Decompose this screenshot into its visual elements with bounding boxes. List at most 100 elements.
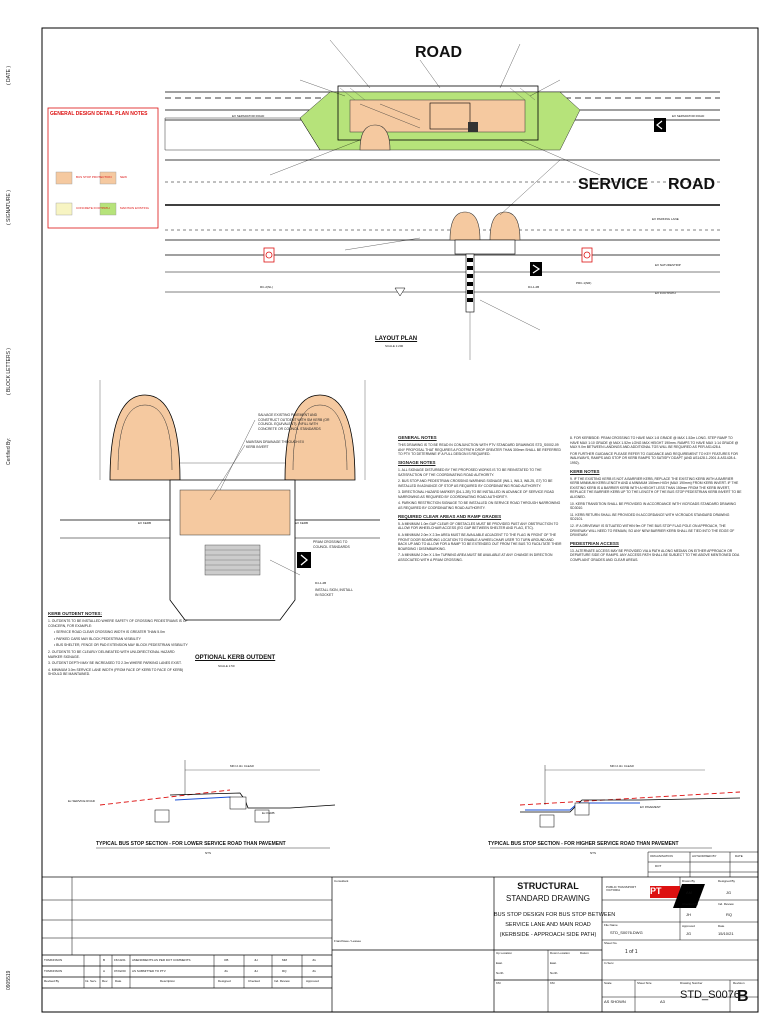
legend-item-4: MAINTAIN EXISTING xyxy=(120,206,149,210)
rev-row-1-review: MM xyxy=(282,958,287,962)
north-label-up: North. xyxy=(496,971,505,975)
service-road-label: ROAD xyxy=(668,176,716,193)
right-section-scale: NTS xyxy=(590,851,596,855)
consultant-label: Consultant xyxy=(334,879,349,883)
rev-row-1-approved: JG xyxy=(312,958,316,962)
east-label-up: East. xyxy=(496,961,503,965)
rev-row-2-rev: A xyxy=(103,969,106,973)
road-label: ROAD xyxy=(415,44,463,61)
ex-kerb-section-label: Ex KERB xyxy=(262,811,275,815)
drawing-type: STRUCTURAL xyxy=(517,881,579,891)
rev-row-2-review: RQ xyxy=(282,969,287,973)
file-name-value: STD_S0076.DWG xyxy=(610,930,643,935)
date-label: ( DATE ) xyxy=(6,65,12,85)
ex-service-road-label: Ex SERVICE ROAD xyxy=(68,799,95,803)
rev-row-2-designed: JG xyxy=(224,969,228,973)
certified-by-label: Certified By: xyxy=(6,437,12,465)
right-notes: 8. FOR KERBSIDE: PRAM CROSSING TO HAVE M… xyxy=(570,436,742,565)
kerb-note-10: 10. KERB TRANSITION SHALL BE PROVIDED IN… xyxy=(570,501,736,511)
rev-row-2-checked: JH xyxy=(254,969,258,973)
auth-header: AUTHORISED BY xyxy=(692,854,717,858)
rev-row-1-designed: OB xyxy=(224,958,229,962)
detail-sign-label: D4-1-2B xyxy=(315,581,327,585)
kerb-note-11: 11. KERB RETURN SHALL BE PROVIDED IN ACC… xyxy=(570,512,730,522)
kerb-note-1b: • PARKED CARS MAY BLOCK PEDESTRIAN VISIB… xyxy=(54,636,141,641)
rev-row-2-by: TOMKINSON xyxy=(44,969,63,973)
signage-notes-head: SIGNAGE NOTES xyxy=(398,459,436,465)
description-line-3: (KERBSIDE - APPROACH SIDE PATH) xyxy=(499,932,597,938)
org-row: DOT xyxy=(655,864,662,868)
north-label-down: North. xyxy=(550,971,559,975)
sign-mid-label: D4-1-2B xyxy=(528,285,540,289)
ind-review-label: Ind. Review xyxy=(718,902,734,906)
layout-plan-scale: SCALE 1:200 xyxy=(385,344,404,348)
revision-value: B xyxy=(737,988,749,1005)
legend-title: GENERAL DESIGN DETAIL PLAN NOTES xyxy=(50,111,148,117)
scale-value: AS SHOWN xyxy=(604,999,626,1004)
ex-kerb-right: EX KERB xyxy=(295,521,309,525)
signature-label: ( SIGNATURE ) xyxy=(6,190,12,225)
kerb-notes-title: KERB OUTDENT NOTES: xyxy=(48,611,102,616)
left-section-title: TYPICAL BUS STOP SECTION - FOR LOWER SER… xyxy=(96,841,286,847)
service-label: SERVICE xyxy=(578,176,648,193)
ptv-logo: PT xyxy=(650,886,662,896)
detail-scale: SCALE 1:50 xyxy=(218,664,235,668)
right-section-title: TYPICAL BUS STOP SECTION - FOR HIGHER SE… xyxy=(488,841,679,847)
clear-note-5: 5. A MINIMUM 1.0m GAP CLEAR OF OBSTACLES… xyxy=(398,521,559,531)
rev-header-checked: Checked xyxy=(248,979,260,983)
rev-row-2-date: 07/02/20 xyxy=(114,969,126,973)
signage-note-3: 3. DIRECTIONAL HAZARD MARKER (D4-1-2B) T… xyxy=(398,490,555,499)
drawn-by-label: Drawn By xyxy=(682,879,696,883)
ex-kerb-left: EX KERB xyxy=(138,521,152,525)
franchisee-label: Franchisee / Lessee xyxy=(334,939,362,943)
up-location-label: Up Location xyxy=(496,951,513,955)
drawing-number-label: Drawing Number xyxy=(680,981,703,985)
km-label-down: KM xyxy=(550,981,555,985)
kerb-note-1c: • BUS SHELTER, FENCE OR PAD EXTENSION MA… xyxy=(54,643,188,648)
description-line-1: BUS STOP DESIGN FOR BUS STOP BETWEEN xyxy=(494,912,616,918)
general-notes-intro: THIS DRAWING IS TO BE READ IN CONJUNCTIO… xyxy=(398,443,561,457)
kerb-note-1a: • SERVICE ROAD CLEAR CROSSING WIDTH IS G… xyxy=(54,630,165,635)
date-value: 15/10/21 xyxy=(718,931,734,936)
east-label-down: East. xyxy=(550,961,557,965)
clear-note-6: 6. A MINIMUM 2.0m X 2.3m AREA MUST BE AV… xyxy=(398,532,562,551)
kerb-note-12: 12. IF A DRIVEWAY IS SITUATED WITHIN 9m … xyxy=(570,523,735,538)
signage-note-2: 2. BUS STOP AND PEDESTRIAN CROSSING WARN… xyxy=(398,479,553,488)
checked-by-label: Checked By xyxy=(682,902,699,906)
legend-item-2: NEW xyxy=(120,175,127,179)
datum-label: Datum xyxy=(580,951,589,955)
kerb-note-9: 9. IF THE EXISTING KERB IS NOT A BARRIER… xyxy=(570,476,742,499)
rev-row-1-date: 15/10/21 xyxy=(114,958,126,962)
down-location-label: Down Location xyxy=(550,951,570,955)
kerb-outdent-notes: KERB OUTDENT NOTES: 1. OUTDENTS TO BE IN… xyxy=(48,608,188,679)
date-header: DATE xyxy=(735,854,743,858)
rev-header-int-serv: Int. Serv. xyxy=(85,979,97,983)
ex-separator-right: EX SEPARATOR ROAD xyxy=(672,114,705,118)
designed-by-value: JG xyxy=(726,890,732,895)
checked-by-value: JH xyxy=(686,912,691,917)
ramp-note-8: 8. FOR KERBSIDE: PRAM CROSSING TO HAVE M… xyxy=(570,436,739,450)
description-line-2: SERVICE LANE AND MAIN ROAD xyxy=(505,922,591,928)
date-label-tb: Date xyxy=(718,924,725,928)
sign-right-label: PRC-1(NR) xyxy=(576,281,592,285)
drawn-by-value: AM xyxy=(686,890,692,895)
revision-label: Revision xyxy=(733,981,745,985)
standard-drawing-label: STANDARD DRAWING xyxy=(506,894,590,903)
general-notes: GENERAL NOTES THIS DRAWING IS TO BE READ… xyxy=(398,432,563,564)
ind-review-value: RQ xyxy=(726,912,732,917)
sheet-size-label: Sheet Size xyxy=(637,981,652,985)
detail-sign-note: INSTALL SIGN, INSTALL IN SOCKET xyxy=(315,588,353,597)
left-clear-label: MIN 2.3m CLEAR xyxy=(230,764,254,768)
rev-header-date: Date xyxy=(115,979,122,983)
clear-note-7: 7. A MINIMUM 2.0m X 1.5m TURNING AREA MU… xyxy=(398,553,553,562)
detail-title: OPTIONAL KERB OUTDENT xyxy=(195,655,276,661)
drawing-number-value: STD_S0076 xyxy=(680,989,740,1001)
left-section-scale: NTS xyxy=(205,851,211,855)
rev-row-1-rev: B xyxy=(103,958,106,962)
signage-note-4: 4. PARKING RESTRICTION SIGNAGE TO BE INS… xyxy=(398,501,561,511)
ped-note-13: 13. ALTERNATE ACCESS MAY BE PROVIDED VIA… xyxy=(570,548,740,562)
in-serv-label: In Serv. xyxy=(604,961,615,965)
rev-row-1-by: TOMKINSON xyxy=(44,958,63,962)
rev-header-revised-by: Revised By xyxy=(44,979,60,983)
